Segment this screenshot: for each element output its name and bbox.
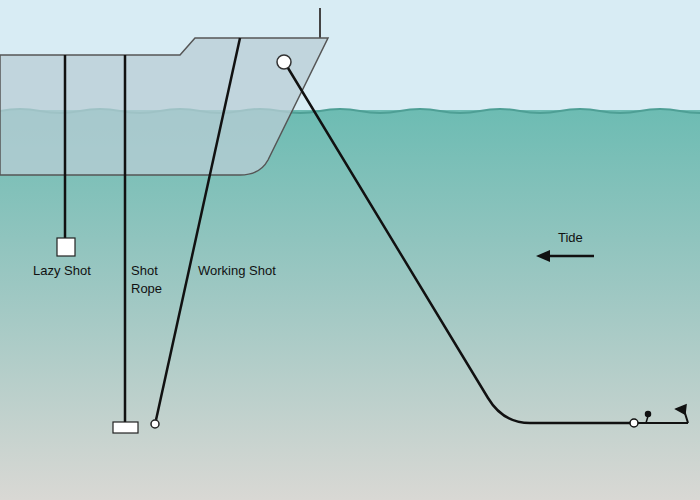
lazy-shot-line — [64, 55, 67, 238]
shot-rope-line — [124, 55, 127, 422]
working-shot-line — [156, 38, 240, 420]
part-label: Lazy Shot — [33, 262, 91, 280]
bow-post — [319, 8, 321, 38]
tide-arrow — [536, 250, 594, 262]
anchor-line — [288, 68, 630, 423]
anchor — [630, 405, 688, 427]
direction-label: Tide — [558, 229, 583, 247]
part-label: Working Shot — [198, 262, 276, 280]
boat-hull — [0, 38, 328, 175]
hawse-pipe — [277, 55, 291, 69]
working-shot-ring — [151, 420, 159, 428]
shot-weight — [113, 422, 138, 433]
part-label: Shot Rope — [131, 262, 169, 298]
lazy-shot-weight — [57, 238, 75, 256]
